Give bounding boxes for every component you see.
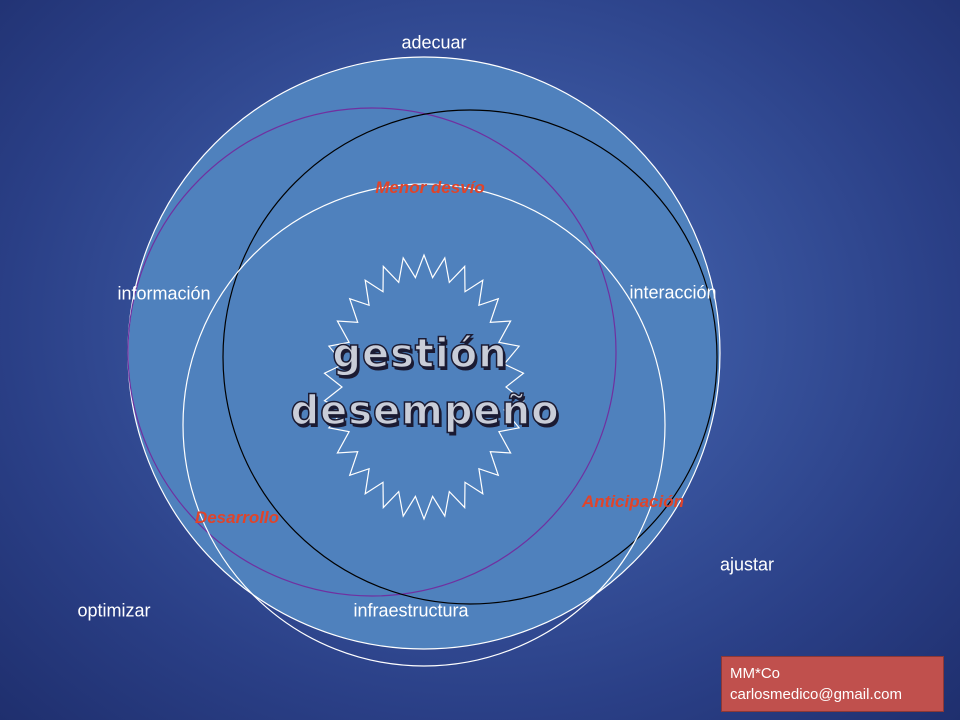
starburst <box>323 253 525 521</box>
label-ajustar: ajustar <box>719 554 775 575</box>
credit-box: MM*Co carlosmedico@gmail.com <box>721 656 944 712</box>
label-optimizar: optimizar <box>77 600 151 621</box>
label-interaccion: interacción <box>629 282 717 303</box>
black-circle <box>222 109 718 605</box>
label-anticipacion: Anticipación <box>581 492 685 511</box>
label-adecuar: adecuar <box>401 32 467 53</box>
label-infraestructura: infraestructura <box>353 600 469 621</box>
label-menor-desvio: Menor desvío <box>375 178 485 197</box>
credit-email: carlosmedico@gmail.com <box>730 686 902 703</box>
label-informacion: información <box>117 283 211 304</box>
inner-white-circle <box>182 183 666 667</box>
label-desarrollo: Desarrollo <box>194 508 280 527</box>
purple-circle <box>127 107 617 597</box>
center-title-gestion: gestión <box>332 330 508 378</box>
credit-name: MM*Co <box>730 665 781 682</box>
center-title-desempeno: desempeño <box>290 387 560 435</box>
